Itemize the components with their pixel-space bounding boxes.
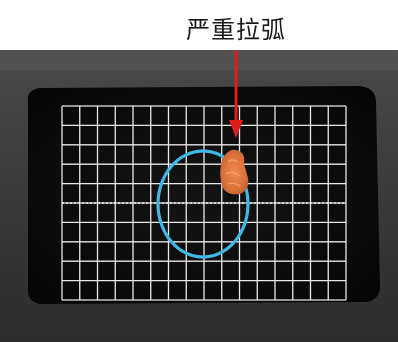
oscilloscope-photo (0, 50, 398, 342)
arc-spot-detail (225, 159, 241, 187)
circle-trace (156, 149, 250, 259)
arrow-head (229, 120, 243, 138)
arc-spot (220, 149, 249, 195)
bezel-highlight (0, 50, 398, 70)
annotation-label: 严重拉弧 (186, 16, 286, 44)
